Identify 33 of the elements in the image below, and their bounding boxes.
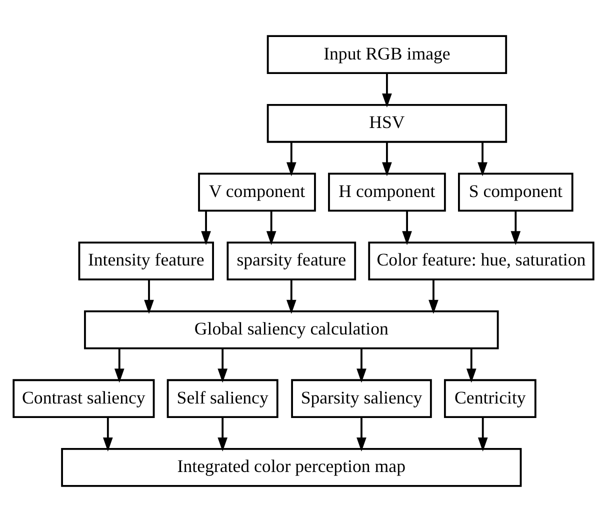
arrow [382,72,392,107]
arrow [201,210,211,245]
node-box: Self saliency [166,378,278,418]
node-box: sparsity feature [226,241,356,280]
node-box: V component [198,172,316,212]
arrow [510,210,521,245]
node-box: Intensity feature [78,241,214,280]
arrow [478,416,488,452]
arrow [428,279,438,314]
arrow [286,279,296,314]
arrow [466,348,476,382]
arrow [218,348,228,382]
arrow [478,142,488,176]
node-box: Integrated color perception map [61,448,522,486]
arrow [114,348,124,382]
node-box: S component [458,172,574,212]
arrow [402,210,412,245]
node-box: H component [328,172,446,212]
node-box: HSV [266,103,508,142]
node-box: Global saliency calculation [84,310,499,349]
arrow [356,416,366,452]
node-box: Color feature: hue, saturation [368,241,594,280]
arrow [266,210,276,245]
arrow [144,279,154,314]
arrow [102,416,113,452]
arrow [286,142,296,176]
node-box: Centricity [444,378,536,418]
arrow [218,416,228,452]
node-box: Sparsity saliency [291,378,432,418]
arrow [356,348,366,382]
arrow [382,142,392,176]
node-box: Contrast saliency [12,378,155,418]
node-box: Input RGB image [266,34,508,74]
